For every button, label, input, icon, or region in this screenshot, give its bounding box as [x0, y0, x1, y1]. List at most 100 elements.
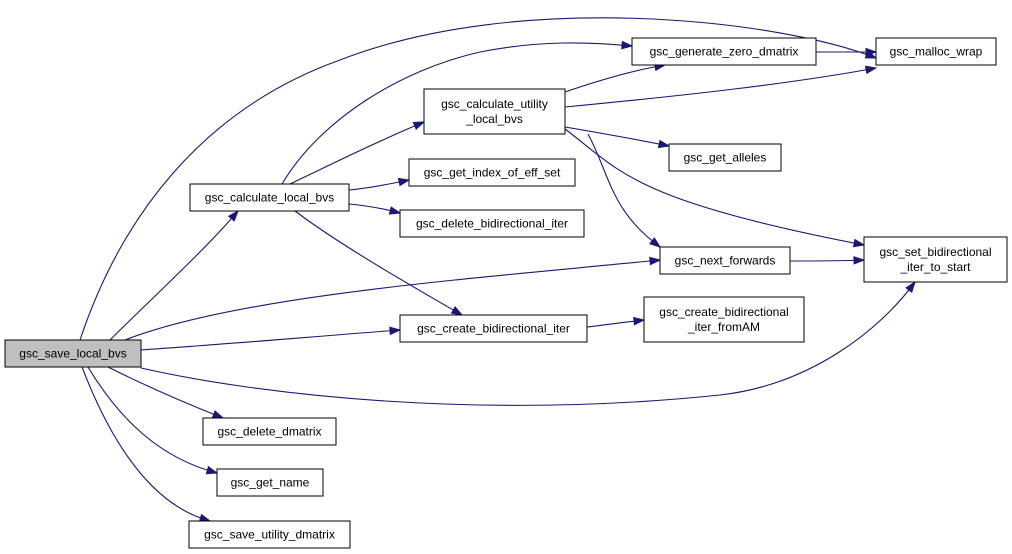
edge-arrowhead [853, 256, 866, 265]
call-edge-calculate_utility_local_bvs-to-get_alleles [564, 126, 671, 149]
node-label: gsc_save_utility_dmatrix [204, 528, 335, 542]
call-edge-calculate_local_bvs-to-delete_bidirectional_iter [348, 203, 402, 215]
edge-line [789, 259, 865, 262]
edge-arrowhead [649, 237, 662, 248]
edge-line [79, 17, 877, 341]
call-edge-calculate_local_bvs-to-get_index_of_eff_set [348, 177, 411, 191]
call-edge-calculate_utility_local_bvs-to-generate_zero_dmatrix [564, 62, 667, 93]
call-edge-generate_zero_dmatrix-to-malloc_wrap [815, 47, 878, 57]
call-edge-calculate_utility_local_bvs-to-set_bidirectional_iter_to_start [564, 128, 866, 248]
edge-line [87, 366, 218, 474]
node-box [643, 296, 805, 343]
edge-arrowhead [621, 40, 634, 50]
edge-line [109, 210, 239, 341]
call-edge-save_local_bvs-to-delete_dmatrix [107, 366, 225, 419]
edge-line [587, 133, 661, 248]
node-save-utility-dmatrix[interactable]: gsc_save_utility_dmatrix [188, 520, 351, 549]
edge-arrowhead [211, 410, 225, 419]
call-edge-save_local_bvs-to-get_name [87, 366, 219, 475]
node-box [202, 417, 337, 446]
edge-arrowhead [397, 177, 411, 187]
edge-arrowhead [198, 513, 212, 522]
call-edge-save_local_bvs-to-create_bidirectional_iter [140, 326, 402, 351]
node-box [659, 246, 791, 275]
call-nodes: gsc_save_local_bvs gsc_calculate_local_bv… [4, 37, 1008, 549]
call-edge-calculate_local_bvs-to-calculate_utility_local_bvs [289, 121, 426, 185]
node-create-bidirectional-iter[interactable]: gsc_create_bidirectional_iter [399, 314, 588, 343]
node-label: gsc_malloc_wrap [890, 45, 983, 59]
edge-line [289, 121, 425, 185]
edge-line [107, 366, 224, 419]
edge-line [564, 126, 670, 147]
edge-arrowhead [649, 256, 662, 266]
node-box [875, 37, 997, 66]
edge-line [140, 329, 401, 351]
node-generate-zero-dmatrix[interactable]: gsc_generate_zero_dmatrix [631, 37, 817, 66]
edge-arrowhead [864, 65, 878, 75]
node-label: gsc_save_local_bvs [19, 347, 126, 361]
node-label: gsc_get_index_of_eff_set [424, 166, 561, 180]
node-label: gsc_delete_bidirectional_iter [416, 217, 568, 231]
edge-line [281, 42, 633, 185]
node-set-bidirectional-iter-to-start[interactable]: gsc_set_bidirectional_iter_to_start [863, 236, 1008, 283]
node-box [408, 158, 576, 187]
call-edge-save_local_bvs-to-calculate_local_bvs [109, 209, 239, 341]
edge-line [564, 67, 877, 108]
node-label: gsc_calculate_local_bvs [205, 191, 334, 205]
node-next-forwards[interactable]: gsc_next_forwards [659, 246, 791, 275]
node-box [631, 37, 817, 66]
call-edge-create_bidirectional_iter-to-create_bidirectional_iter_fromAM [586, 316, 646, 328]
node-malloc-wrap[interactable]: gsc_malloc_wrap [875, 37, 997, 66]
node-label: gsc_next_forwards [675, 254, 776, 268]
edge-line [140, 281, 916, 406]
edge-arrowhead [412, 121, 426, 131]
call-edge-calculate_local_bvs-to-generate_zero_dmatrix [281, 40, 634, 185]
node-get-name[interactable]: gsc_get_name [216, 468, 324, 497]
node-box [863, 236, 1008, 283]
node-calculate-utility-local-bvs[interactable]: gsc_calculate_utility_local_bvs [423, 88, 566, 135]
node-save-local-bvs[interactable]: gsc_save_local_bvs [4, 339, 142, 368]
node-get-index-of-eff-set[interactable]: gsc_get_index_of_eff_set [408, 158, 576, 187]
node-create-bidirectional-iter-fromAM[interactable]: gsc_create_bidirectional_iter_fromAM [643, 296, 805, 343]
node-label: _iter_to_start [899, 260, 971, 274]
node-calculate-local-bvs[interactable]: gsc_calculate_local_bvs [189, 183, 350, 212]
node-box [399, 314, 588, 343]
node-box [423, 88, 566, 135]
edge-arrowhead [205, 465, 219, 475]
edge-line [124, 259, 661, 341]
call-edge-save_local_bvs-to-save_utility_dmatrix [81, 366, 212, 522]
node-box [399, 209, 585, 238]
node-label: gsc_set_bidirectional [879, 245, 991, 259]
node-label: gsc_calculate_utility [441, 97, 548, 111]
node-box [4, 339, 142, 368]
node-delete-dmatrix[interactable]: gsc_delete_dmatrix [202, 417, 337, 446]
edge-line [81, 366, 211, 522]
edge-arrowhead [227, 209, 239, 222]
node-box [188, 520, 351, 549]
node-label: _iter_fromAM [687, 320, 760, 334]
edge-line [564, 64, 666, 93]
node-label: gsc_get_alleles [684, 151, 767, 165]
call-edge-calculate_utility_local_bvs-to-malloc_wrap [564, 65, 878, 108]
edge-arrowhead [865, 47, 878, 57]
edge-line [294, 210, 463, 316]
edge-arrowhead [905, 280, 916, 293]
edge-arrowhead [852, 238, 866, 248]
call-edge-save_local_bvs-to-set_bidirectional_iter_to_start [140, 280, 916, 406]
node-get-alleles[interactable]: gsc_get_alleles [668, 143, 782, 172]
edge-arrowhead [388, 206, 402, 215]
edge-arrowhead [657, 139, 671, 149]
node-box [189, 183, 350, 212]
call-edge-calculate_utility_local_bvs-to-next_forwards [587, 133, 662, 248]
node-box [216, 468, 324, 497]
node-label: _local_bvs [465, 112, 523, 126]
call-edge-calculate_local_bvs-to-create_bidirectional_iter [294, 210, 464, 316]
call-edge-save_local_bvs-to-next_forwards [124, 256, 662, 341]
node-label: gsc_create_bidirectional [659, 305, 788, 319]
node-label: gsc_get_name [231, 476, 310, 490]
call-edges [79, 17, 916, 522]
node-delete-bidirectional-iter[interactable]: gsc_delete_bidirectional_iter [399, 209, 585, 238]
edge-arrowhead [450, 306, 464, 316]
node-label: gsc_create_bidirectional_iter [417, 322, 570, 336]
